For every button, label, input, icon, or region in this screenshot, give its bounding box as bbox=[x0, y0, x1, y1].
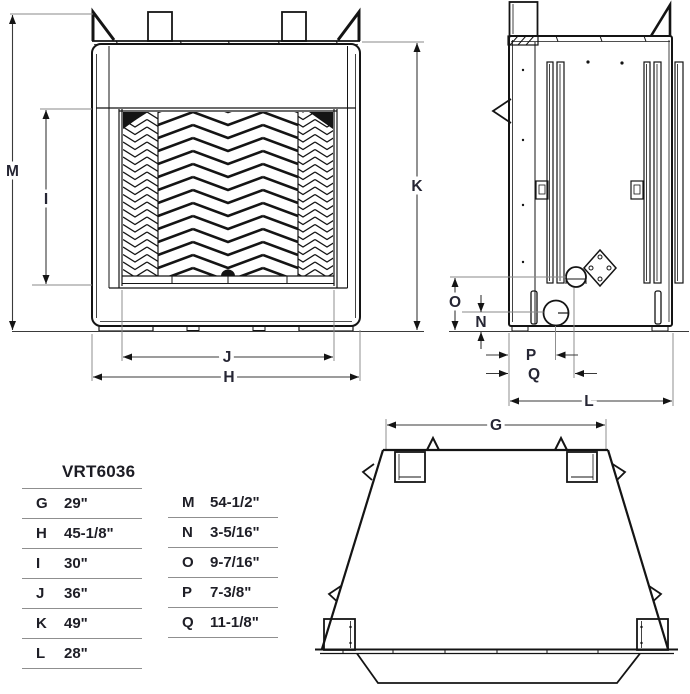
corner-flange-right bbox=[336, 7, 361, 41]
table-row: Q 11-1/8" bbox=[168, 608, 278, 638]
model-number: VRT6036 bbox=[62, 462, 136, 481]
table-row: I 30" bbox=[22, 549, 142, 579]
firebox-corner-wedge-left bbox=[123, 112, 147, 129]
hearth-front-slab bbox=[356, 652, 641, 684]
back-spacer-rail bbox=[674, 61, 684, 284]
spec-column-right: M 54-1/2" N 3-5/16" O 9-7/16" P 7-3/8" Q 11-1… bbox=[168, 488, 278, 638]
table-row: H 45-1/8" bbox=[22, 519, 142, 549]
dim-label-g: G bbox=[490, 417, 502, 434]
dim-key: O bbox=[182, 554, 194, 571]
table-row: O 9-7/16" bbox=[168, 548, 278, 578]
dim-label-i: I bbox=[44, 191, 48, 208]
dim-key: I bbox=[36, 555, 41, 572]
spec-column-left: G 29" H 45-1/8" I 30" J 36" K 49" L 28" bbox=[22, 488, 142, 669]
side-knockouts bbox=[542, 248, 618, 327]
corner-flange-side bbox=[649, 0, 672, 37]
dim-value: 29" bbox=[64, 495, 88, 512]
dim-key: L bbox=[36, 645, 46, 662]
side-top-details bbox=[491, 0, 672, 264]
side-rails bbox=[535, 61, 684, 284]
dim-label-q: Q bbox=[528, 366, 540, 383]
dim-label-l: L bbox=[584, 393, 593, 410]
dim-value: 7-3/8" bbox=[210, 584, 252, 601]
side-extension-lines bbox=[450, 276, 674, 406]
table-row: L 28" bbox=[22, 639, 142, 669]
table-row: N 3-5/16" bbox=[168, 518, 278, 548]
dim-label-p: P bbox=[526, 347, 536, 364]
nailing-tab-top-left bbox=[426, 435, 440, 451]
firebox-corner-wedge-right bbox=[309, 112, 333, 129]
herringbone-panel-right bbox=[298, 112, 333, 276]
front-cabinet bbox=[91, 43, 361, 327]
side-view-drawing: O N P Q L bbox=[445, 0, 689, 414]
herringbone-panel-center bbox=[158, 112, 298, 276]
dim-label-o: O bbox=[449, 294, 461, 311]
nailing-tab-side-left-lower bbox=[327, 585, 342, 602]
top-body bbox=[320, 435, 670, 650]
dim-key: N bbox=[182, 524, 193, 541]
dim-key: J bbox=[36, 585, 45, 602]
gas-inlet-lower bbox=[542, 299, 570, 327]
table-row: K 49" bbox=[22, 609, 142, 639]
dim-label-k: K bbox=[411, 178, 423, 195]
chimney-stub-right bbox=[281, 11, 307, 42]
table-row: M 54-1/2" bbox=[168, 488, 278, 518]
rail-bracket-front bbox=[535, 180, 549, 200]
dim-value: 3-5/16" bbox=[210, 524, 260, 541]
dim-label-h: H bbox=[223, 369, 234, 386]
dim-value: 36" bbox=[64, 585, 88, 602]
nailing-tab-side-right-upper bbox=[612, 463, 627, 481]
chimney-stub-left bbox=[147, 11, 173, 42]
dim-label-m: M bbox=[6, 163, 19, 180]
spec-table: VRT6036 G 29" H 45-1/8" I 30" J 36" K 49" L 28… bbox=[22, 458, 284, 669]
dim-key: Q bbox=[182, 614, 194, 631]
dim-key: P bbox=[182, 584, 193, 601]
dim-key: H bbox=[36, 525, 47, 542]
table-row: J 36" bbox=[22, 579, 142, 609]
nailing-tab-side-left-upper bbox=[361, 463, 375, 481]
dim-key: K bbox=[36, 615, 47, 632]
table-row: P 7-3/8" bbox=[168, 578, 278, 608]
side-base bbox=[449, 290, 689, 333]
herringbone-panel-left bbox=[123, 112, 158, 276]
front-dimension-lines bbox=[9, 14, 421, 381]
nailing-tab-top-right bbox=[554, 435, 568, 451]
dim-value: 49" bbox=[64, 615, 88, 632]
dim-label-n: N bbox=[475, 314, 486, 331]
firebox bbox=[118, 109, 338, 288]
dim-value: 9-7/16" bbox=[210, 554, 260, 571]
dim-value: 54-1/2" bbox=[210, 494, 260, 511]
top-view-drawing: G bbox=[315, 414, 678, 684]
dim-value: 30" bbox=[64, 555, 88, 572]
dim-value: 11-1/8" bbox=[210, 614, 259, 631]
dim-label-j: J bbox=[223, 349, 232, 366]
nailing-tab-side-right-lower bbox=[648, 585, 663, 602]
stub-bracket bbox=[507, 35, 539, 46]
table-row: G 29" bbox=[22, 489, 142, 519]
chimney-stub-side bbox=[508, 1, 539, 37]
front-base bbox=[12, 325, 424, 333]
pilot-dome bbox=[221, 269, 235, 276]
side-dimension-lines bbox=[451, 278, 672, 405]
dim-key: M bbox=[182, 494, 195, 511]
top-front-edge bbox=[315, 648, 678, 684]
corner-flange-left bbox=[91, 7, 116, 41]
top-extension-lines bbox=[385, 419, 607, 451]
front-view-drawing: M I K J H bbox=[3, 7, 427, 390]
side-nailing-tab bbox=[491, 98, 512, 124]
gas-inlet-upper bbox=[565, 266, 587, 288]
front-extension-lines bbox=[10, 13, 424, 381]
dim-key: G bbox=[36, 495, 48, 512]
rail-bracket-rear bbox=[630, 180, 644, 200]
top-corner-boxes bbox=[323, 451, 669, 651]
dim-value: 28" bbox=[64, 645, 88, 662]
top-standoffs bbox=[91, 7, 361, 45]
junction-box-diamond bbox=[582, 248, 618, 288]
dim-value: 45-1/8" bbox=[64, 525, 114, 542]
